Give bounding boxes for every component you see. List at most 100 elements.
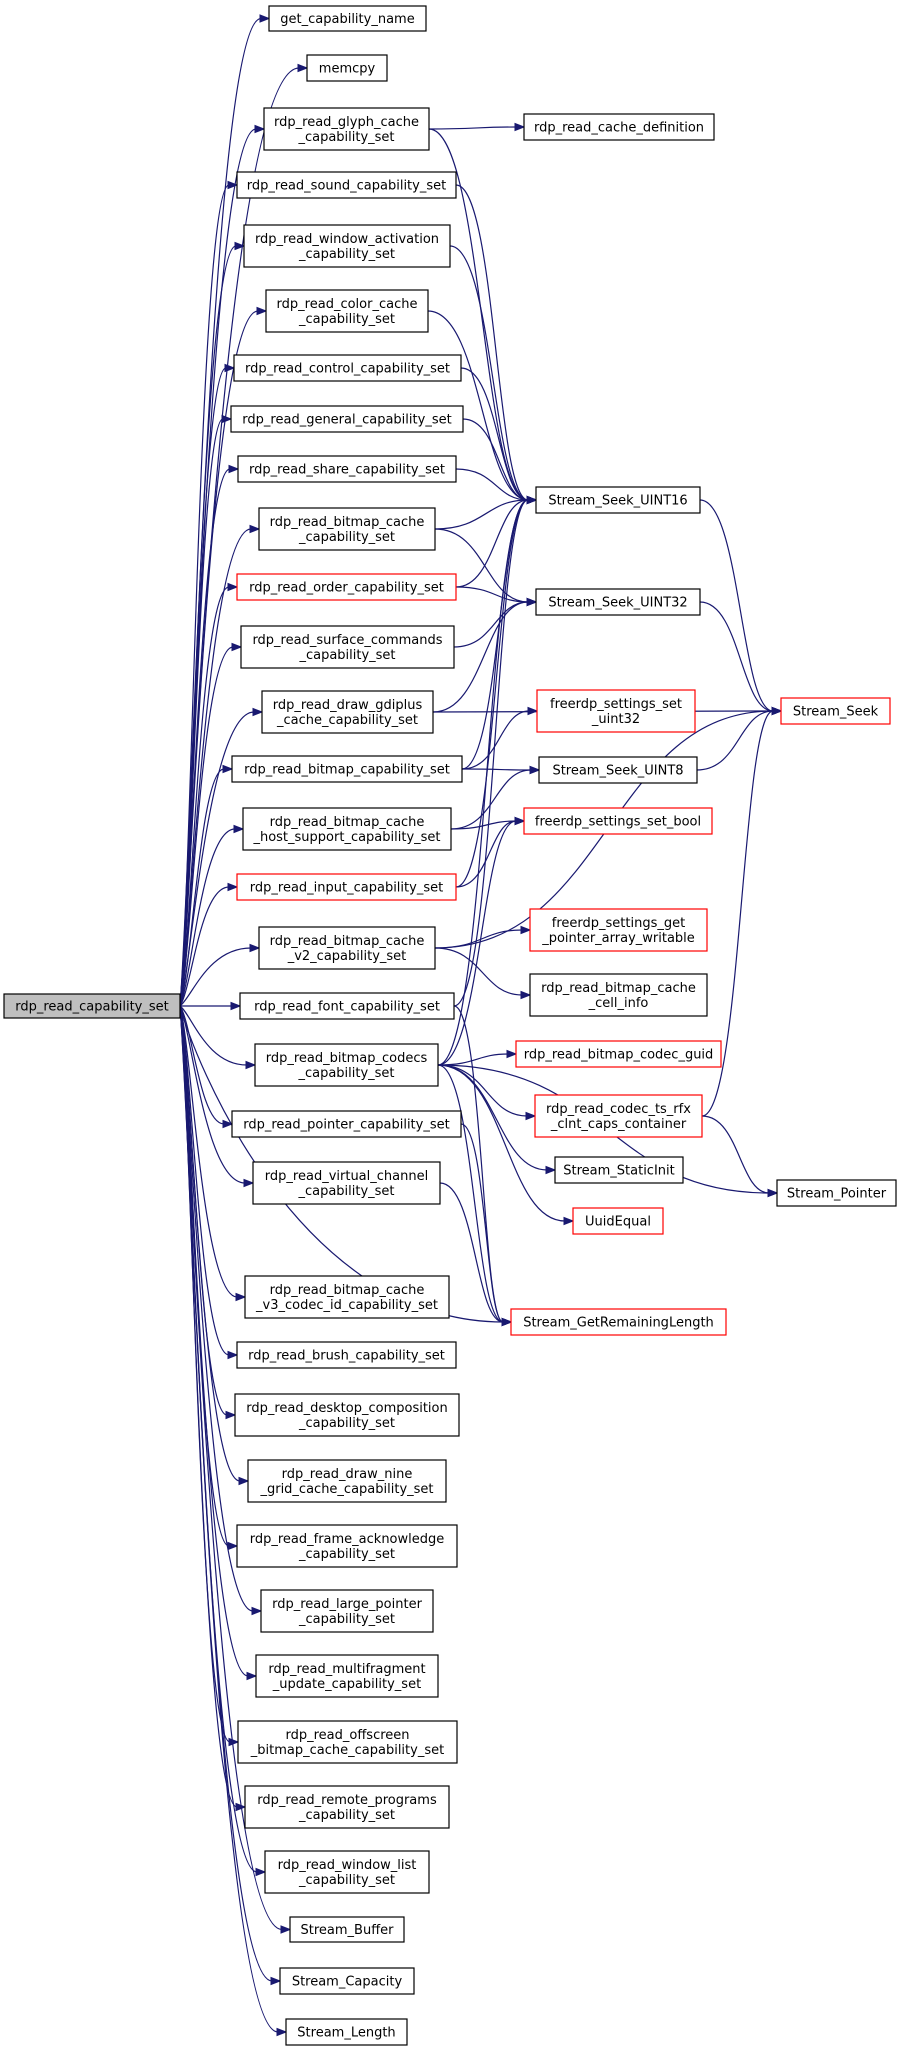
node-codecs[interactable]: rdp_read_bitmap_codecs_capability_set bbox=[254, 1043, 439, 1087]
edge-root-to-order bbox=[179, 582, 239, 1007]
node-label: freerdp_settings_set bbox=[550, 697, 682, 712]
node-label: UuidEqual bbox=[585, 1215, 651, 1230]
node-share[interactable]: rdp_read_share_capability_set bbox=[237, 455, 457, 483]
node-remaining[interactable]: Stream_GetRemainingLength bbox=[510, 1308, 727, 1336]
node-label: _bitmap_cache_capability_set bbox=[250, 1743, 444, 1758]
node-set-uint32[interactable]: freerdp_settings_set_uint32 bbox=[536, 689, 696, 733]
node-label: rdp_read_general_capability_set bbox=[242, 413, 451, 428]
node-static-init[interactable]: Stream_StaticInit bbox=[554, 1156, 684, 1184]
node-stream-capacity[interactable]: Stream_Capacity bbox=[279, 1967, 415, 1995]
node-cache-v3[interactable]: rdp_read_bitmap_cache_v3_codec_id_capabi… bbox=[244, 1275, 450, 1319]
node-label: rdp_read_sound_capability_set bbox=[247, 179, 446, 194]
node-label: _grid_cache_capability_set bbox=[259, 1482, 433, 1497]
node-label: _pointer_array_writable bbox=[541, 931, 695, 946]
node-label: _cell_info bbox=[588, 996, 649, 1011]
node-codec-guid[interactable]: rdp_read_bitmap_codec_guid bbox=[515, 1040, 722, 1068]
edge-glyph-to-cache_def bbox=[428, 122, 526, 132]
node-nine-grid[interactable]: rdp_read_draw_nine_grid_cache_capability… bbox=[247, 1459, 447, 1503]
node-window-act[interactable]: rdp_read_window_activation_capability_se… bbox=[243, 224, 451, 268]
node-cache-v2[interactable]: rdp_read_bitmap_cache_v2_capability_set bbox=[258, 926, 436, 970]
node-stream-pointer[interactable]: Stream_Pointer bbox=[776, 1179, 897, 1207]
node-label: _v3_codec_id_capability_set bbox=[255, 1298, 438, 1313]
node-color-cache[interactable]: rdp_read_color_cache_capability_set bbox=[265, 289, 429, 333]
node-cell-info[interactable]: rdp_read_bitmap_cache_cell_info bbox=[529, 973, 708, 1017]
node-frame-ack[interactable]: rdp_read_frame_acknowledge_capability_se… bbox=[236, 1524, 458, 1568]
node-order[interactable]: rdp_read_order_capability_set bbox=[236, 573, 457, 601]
node-desktop[interactable]: rdp_read_desktop_composition_capability_… bbox=[234, 1393, 460, 1437]
node-label: rdp_read_surface_commands bbox=[252, 633, 442, 648]
node-stream-buffer[interactable]: Stream_Buffer bbox=[289, 1916, 405, 1943]
node-bitmap-cache[interactable]: rdp_read_bitmap_cache_capability_set bbox=[258, 507, 436, 551]
node-get-pointer[interactable]: freerdp_settings_get_pointer_array_writa… bbox=[529, 908, 708, 952]
node-surface[interactable]: rdp_read_surface_commands_capability_set bbox=[240, 625, 455, 669]
node-label: _capability_set bbox=[298, 1873, 395, 1888]
node-host-support[interactable]: rdp_read_bitmap_cache_host_support_capab… bbox=[242, 807, 452, 851]
node-label: rdp_read_bitmap_cache bbox=[541, 981, 696, 996]
edge-root-to-multifragment bbox=[179, 1005, 258, 1681]
node-label: rdp_read_large_pointer bbox=[272, 1597, 422, 1612]
edge-sound-to-uint16 bbox=[455, 184, 538, 505]
node-label: rdp_read_order_capability_set bbox=[249, 581, 444, 596]
edge-window_act-to-uint16 bbox=[449, 245, 538, 505]
edge-root-to-surface bbox=[179, 642, 243, 1007]
node-sound[interactable]: rdp_read_sound_capability_set bbox=[236, 171, 457, 199]
node-cache-def[interactable]: rdp_read_cache_definition bbox=[523, 113, 715, 141]
node-general[interactable]: rdp_read_general_capability_set bbox=[230, 405, 464, 433]
node-set-bool[interactable]: freerdp_settings_set_bool bbox=[523, 807, 713, 835]
node-window-list[interactable]: rdp_read_window_list_capability_set bbox=[264, 1850, 430, 1894]
edge-host_support-to-uint8 bbox=[450, 765, 541, 830]
edge-rfx-to-stream_seek bbox=[701, 706, 783, 1117]
node-label: _capability_set bbox=[297, 1066, 394, 1081]
node-label: rdp_read_bitmap_cache bbox=[270, 515, 425, 530]
node-label: rdp_read_capability_set bbox=[15, 1000, 168, 1015]
node-large-pointer[interactable]: rdp_read_large_pointer_capability_set bbox=[260, 1589, 434, 1633]
edge-root-to-bitmap bbox=[179, 764, 234, 1007]
node-label: _capability_set bbox=[297, 130, 394, 145]
node-label: memcpy bbox=[319, 62, 376, 77]
edge-root-to-cache_v2 bbox=[179, 943, 261, 1007]
node-multifragment[interactable]: rdp_read_multifragment_update_capability… bbox=[255, 1654, 439, 1698]
node-remote-programs[interactable]: rdp_read_remote_programs_capability_set bbox=[244, 1785, 450, 1829]
node-label: rdp_read_font_capability_set bbox=[254, 1000, 440, 1015]
node-control[interactable]: rdp_read_control_capability_set bbox=[233, 354, 462, 382]
node-virtual-channel[interactable]: rdp_read_virtual_channel_capability_set bbox=[252, 1161, 441, 1205]
node-label: Stream_Seek bbox=[793, 705, 879, 720]
node-gdiplus[interactable]: rdp_read_draw_gdiplus_cache_capability_s… bbox=[261, 690, 434, 734]
node-label: rdp_read_remote_programs bbox=[257, 1793, 437, 1808]
node-bitmap[interactable]: rdp_read_bitmap_capability_set bbox=[231, 755, 463, 783]
node-offscreen[interactable]: rdp_read_offscreen_bitmap_cache_capabili… bbox=[237, 1720, 458, 1764]
node-label: _capability_set bbox=[298, 1416, 395, 1431]
node-label: _capability_set bbox=[298, 530, 395, 545]
node-uuid-equal[interactable]: UuidEqual bbox=[572, 1207, 664, 1235]
node-stream-seek[interactable]: Stream_Seek bbox=[780, 697, 891, 725]
node-label: Stream_Seek_UINT8 bbox=[552, 764, 683, 779]
node-glyph[interactable]: rdp_read_glyph_cache_capability_set bbox=[263, 107, 430, 151]
node-input[interactable]: rdp_read_input_capability_set bbox=[236, 873, 457, 901]
node-label: _capability_set bbox=[297, 1184, 394, 1199]
edge-cache_v2-to-cell_info bbox=[434, 947, 532, 1000]
node-label: freerdp_settings_get bbox=[552, 916, 685, 931]
node-uint32[interactable]: Stream_Seek_UINT32 bbox=[535, 588, 701, 616]
node-label: Stream_Pointer bbox=[787, 1187, 887, 1202]
node-memcpy[interactable]: memcpy bbox=[306, 54, 388, 82]
edge-uint8-to-stream_seek bbox=[696, 706, 783, 771]
node-brush[interactable]: rdp_read_brush_capability_set bbox=[236, 1341, 457, 1369]
node-get-capability-name[interactable]: get_capability_name bbox=[268, 5, 427, 32]
node-font[interactable]: rdp_read_font_capability_set bbox=[239, 992, 455, 1020]
node-stream-length[interactable]: Stream_Length bbox=[285, 2018, 408, 2046]
edge-root-to-input bbox=[179, 882, 239, 1007]
edge-general-to-uint16 bbox=[462, 418, 538, 505]
node-label: rdp_read_window_activation bbox=[255, 232, 439, 247]
node-label: rdp_read_glyph_cache bbox=[274, 115, 419, 130]
node-pointer[interactable]: rdp_read_pointer_capability_set bbox=[231, 1110, 462, 1138]
node-uint8[interactable]: Stream_Seek_UINT8 bbox=[538, 756, 698, 784]
edge-root-to-codecs bbox=[179, 1005, 257, 1070]
node-label: rdp_read_codec_ts_rfx bbox=[546, 1102, 691, 1117]
node-uint16[interactable]: Stream_Seek_UINT16 bbox=[535, 486, 701, 514]
node-label: rdp_read_bitmap_cache bbox=[270, 934, 425, 949]
node-label: rdp_read_bitmap_capability_set bbox=[244, 763, 450, 778]
edge-bitmap-to-set_uint32 bbox=[461, 706, 539, 770]
node-root[interactable]: rdp_read_capability_set bbox=[3, 993, 181, 1019]
node-rfx[interactable]: rdp_read_codec_ts_rfx_clnt_caps_containe… bbox=[534, 1094, 703, 1138]
